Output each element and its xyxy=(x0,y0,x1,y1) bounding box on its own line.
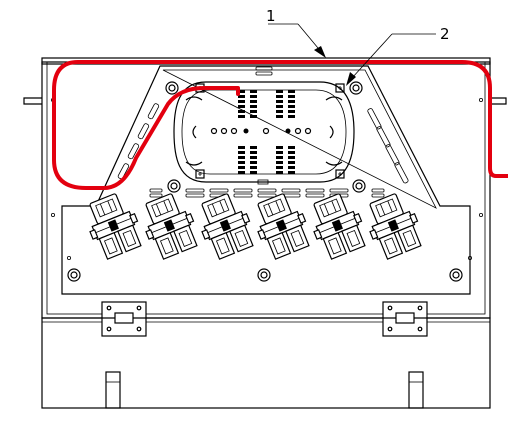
callout-2: 2 xyxy=(346,25,450,86)
splice-slot xyxy=(238,161,245,164)
splice-slot xyxy=(250,171,257,174)
splice-slot xyxy=(288,105,295,108)
tray-screw-mid-left xyxy=(167,179,181,193)
splice-slot xyxy=(238,95,245,98)
splice-cassette xyxy=(173,81,355,185)
tray-screw-bottom-center xyxy=(257,268,271,282)
vent-slots-left xyxy=(117,103,160,180)
fiber-adapter[interactable] xyxy=(80,190,146,262)
splice-slot xyxy=(250,90,257,93)
splice-slot xyxy=(238,105,245,108)
splice-slot xyxy=(238,171,245,174)
splice-slot xyxy=(276,115,283,118)
tray-screw-top-left xyxy=(165,81,179,95)
splice-holder-lower xyxy=(238,146,295,174)
splice-slot xyxy=(288,90,295,93)
hinge-left xyxy=(101,301,147,337)
splice-slot xyxy=(250,115,257,118)
tray-screw-bottom-left xyxy=(67,268,81,282)
callout-1: 1 xyxy=(266,7,326,58)
splice-slot xyxy=(288,161,295,164)
splice-tray-plate xyxy=(61,65,471,295)
door-handle-left[interactable] xyxy=(105,371,121,409)
fiber-adapter[interactable] xyxy=(192,190,258,262)
splice-slot xyxy=(276,166,283,169)
splice-slot xyxy=(276,146,283,149)
splice-slot xyxy=(276,151,283,154)
splice-slot xyxy=(250,166,257,169)
tray-screw-mid-right xyxy=(352,179,366,193)
fiber-cable-main-loop xyxy=(52,60,508,190)
callout-2-number: 2 xyxy=(440,25,450,43)
splice-slot xyxy=(276,95,283,98)
splice-slot xyxy=(288,166,295,169)
splice-slot xyxy=(250,146,257,149)
splice-slot xyxy=(250,110,257,113)
callout-1-number: 1 xyxy=(266,7,276,25)
fiber-cable xyxy=(52,60,508,190)
splice-slot xyxy=(250,156,257,159)
vent-slots-right xyxy=(367,108,409,184)
splice-slot xyxy=(288,110,295,113)
front-door xyxy=(41,317,491,409)
splice-slot xyxy=(276,105,283,108)
tray-screw-top-right xyxy=(349,81,363,95)
fiber-adapter[interactable] xyxy=(360,190,426,262)
splice-slot xyxy=(238,100,245,103)
splice-slot xyxy=(276,110,283,113)
tray-screw-bottom-right xyxy=(449,268,463,282)
adapter-bank xyxy=(80,190,426,262)
splice-slot xyxy=(238,146,245,149)
fiber-adapter[interactable] xyxy=(304,190,370,262)
splice-slot xyxy=(250,105,257,108)
splice-slot xyxy=(276,90,283,93)
splice-slot xyxy=(238,166,245,169)
door-handle-right[interactable] xyxy=(408,371,424,409)
splice-slot xyxy=(238,90,245,93)
splice-slot xyxy=(250,95,257,98)
splice-slot xyxy=(250,151,257,154)
fiber-adapter[interactable] xyxy=(248,190,314,262)
splice-slot xyxy=(288,151,295,154)
splice-slot xyxy=(288,156,295,159)
splice-slot xyxy=(238,115,245,118)
splice-slot xyxy=(288,146,295,149)
splice-slot xyxy=(250,161,257,164)
top-slots xyxy=(255,66,273,76)
cassette-center-holes xyxy=(210,127,312,135)
splice-slot xyxy=(276,100,283,103)
splice-slot xyxy=(238,151,245,154)
splice-slot xyxy=(238,110,245,113)
fiber-adapter[interactable] xyxy=(136,190,202,262)
splice-holder-upper xyxy=(238,90,295,118)
splice-slot xyxy=(288,95,295,98)
splice-slot xyxy=(250,100,257,103)
splice-slot xyxy=(276,156,283,159)
splice-slot xyxy=(288,115,295,118)
splice-slot xyxy=(238,156,245,159)
splice-slot xyxy=(276,171,283,174)
splice-slot xyxy=(288,100,295,103)
splice-slot xyxy=(276,161,283,164)
horizontal-slot-row xyxy=(149,188,385,198)
splice-slot xyxy=(288,171,295,174)
hinge-right xyxy=(382,301,428,337)
